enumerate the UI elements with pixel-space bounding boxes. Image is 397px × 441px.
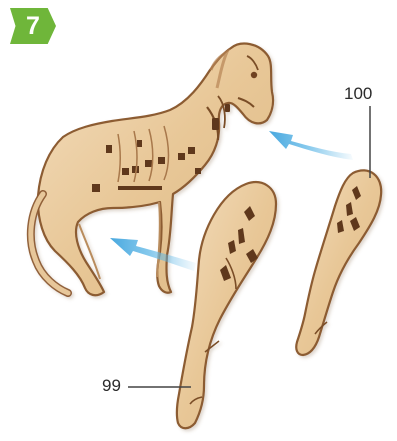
arrow-to-rear-leg-slot [110,238,196,271]
step-number: 7 [26,14,40,39]
rear-leg-part-99 [177,182,276,428]
part-label-rear-leg: 99 [102,376,121,396]
part-label-front-leg: 100 [344,84,372,104]
step-number-badge: 7 [10,8,56,44]
arrow-to-front-leg-slot [269,131,353,160]
front-leg-part-100 [296,170,381,355]
